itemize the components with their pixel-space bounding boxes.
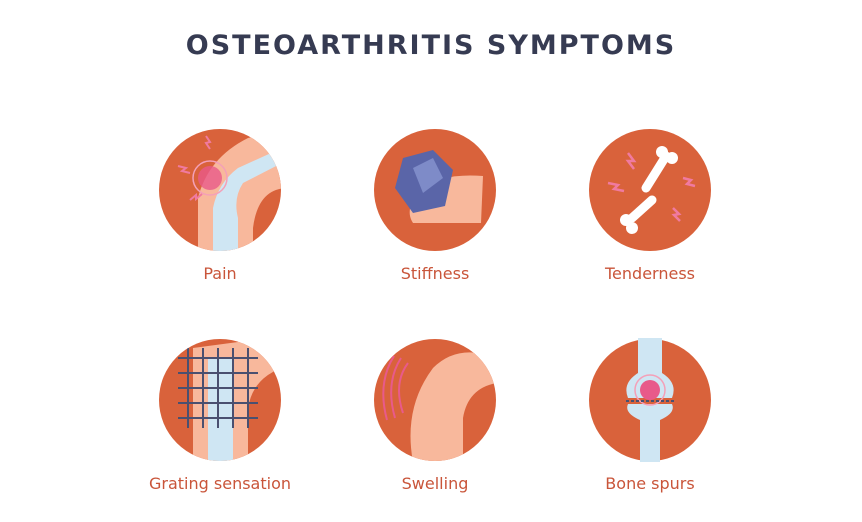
knee-pain-icon [159, 129, 281, 251]
knee-grid-icon [159, 339, 281, 461]
symptom-pain: Pain [120, 128, 320, 283]
symptom-label: Stiffness [400, 264, 470, 283]
broken-bone-icon [589, 129, 711, 251]
symptom-grating-sensation: Grating sensation [120, 338, 320, 493]
symptom-bone-spurs: Bone spurs [550, 338, 750, 493]
page-title: OSTEOARTHRITIS SYMPTOMS [185, 30, 677, 61]
symptom-label: Tenderness [605, 264, 695, 283]
symptom-label: Pain [203, 264, 237, 283]
symptom-tenderness: Tenderness [550, 128, 750, 283]
symptom-label: Grating sensation [149, 474, 291, 493]
stiff-ankle-icon [374, 129, 496, 251]
symptom-swelling: Swelling [335, 338, 535, 493]
symptom-label: Swelling [401, 474, 469, 493]
bone-spur-icon [589, 338, 711, 462]
symptom-label: Bone spurs [605, 474, 695, 493]
symptom-stiffness: Stiffness [335, 128, 535, 283]
swollen-knee-icon [374, 339, 496, 461]
